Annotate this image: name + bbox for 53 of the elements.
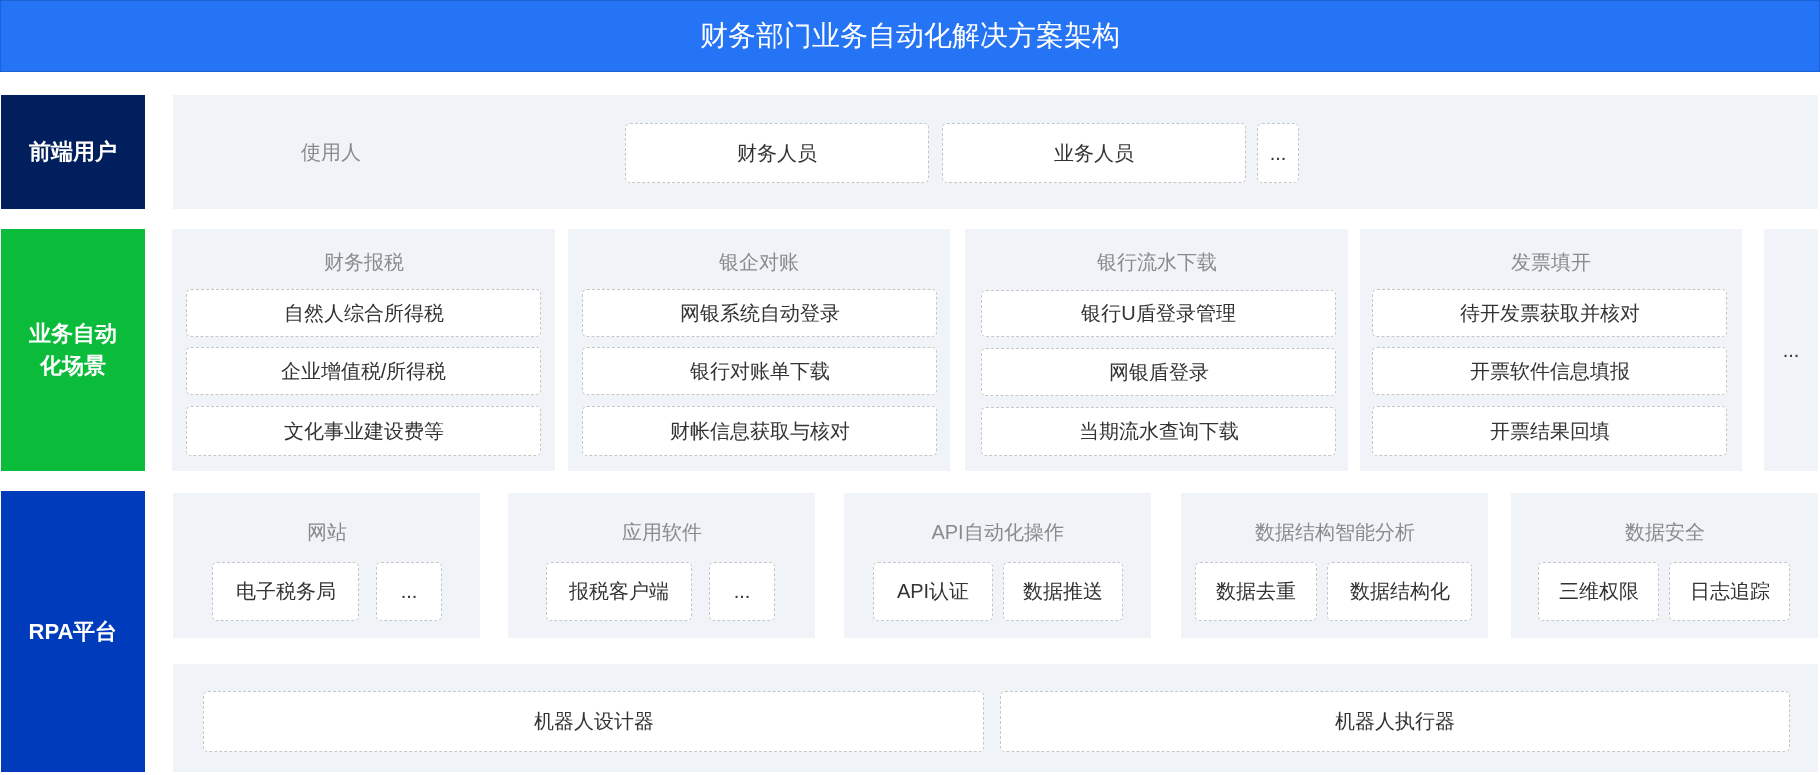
category-band: 业务自动化场景 bbox=[1, 229, 145, 471]
group-panel bbox=[173, 493, 480, 638]
panel-heading: API自动化操作 bbox=[930, 520, 1065, 545]
item-box: 数据去重 bbox=[1195, 562, 1317, 621]
panel-heading: 发票填开 bbox=[1510, 250, 1592, 275]
item-box: 业务人员 bbox=[942, 123, 1246, 183]
panel-heading: 数据安全 bbox=[1623, 520, 1706, 545]
title-bar: 财务部门业务自动化解决方案架构 bbox=[0, 0, 1820, 72]
panel-heading: 银企对账 bbox=[718, 250, 800, 275]
group-panel bbox=[172, 229, 555, 471]
category-band: RPA平台 bbox=[1, 491, 145, 772]
group-panel bbox=[173, 664, 1818, 772]
item-box: 机器人执行器 bbox=[1000, 691, 1790, 752]
group-panel bbox=[508, 493, 815, 638]
item-box: 企业增值税/所得税 bbox=[186, 347, 541, 395]
group-panel bbox=[1511, 493, 1818, 638]
item-box: 日志追踪 bbox=[1669, 562, 1790, 621]
item-box: 待开发票获取并核对 bbox=[1372, 289, 1727, 337]
group-panel bbox=[568, 229, 950, 471]
item-box: 银行对账单下载 bbox=[582, 347, 937, 395]
item-box: 开票软件信息填报 bbox=[1372, 347, 1727, 395]
item-box: 报税客户端 bbox=[546, 562, 692, 621]
group-panel bbox=[965, 229, 1348, 471]
group-panel: ... bbox=[1764, 229, 1818, 471]
item-box: 自然人综合所得税 bbox=[186, 289, 541, 337]
group-panel bbox=[173, 95, 1818, 209]
item-box: 电子税务局 bbox=[212, 562, 359, 621]
item-box: ... bbox=[709, 562, 775, 621]
panel-heading: 数据结构智能分析 bbox=[1253, 520, 1416, 545]
panel-heading: 银行流水下载 bbox=[1095, 250, 1218, 275]
item-box: 开票结果回填 bbox=[1372, 406, 1727, 456]
category-band: 前端用户 bbox=[1, 95, 145, 209]
group-panel bbox=[1360, 229, 1742, 471]
item-box: 数据结构化 bbox=[1327, 562, 1472, 621]
item-box: API认证 bbox=[873, 562, 993, 621]
panel-heading: 应用软件 bbox=[620, 520, 703, 545]
item-box: 财帐信息获取与核对 bbox=[582, 406, 937, 456]
item-box: ... bbox=[1257, 123, 1299, 183]
panel-heading: 财务报税 bbox=[322, 250, 405, 275]
group-panel bbox=[844, 493, 1151, 638]
item-box: 财务人员 bbox=[625, 123, 929, 183]
item-box: 文化事业建设费等 bbox=[186, 406, 541, 456]
panel-heading: 使用人 bbox=[300, 140, 362, 165]
group-panel bbox=[1181, 493, 1488, 638]
item-box: 当期流水查询下载 bbox=[981, 407, 1336, 456]
item-box: 机器人设计器 bbox=[203, 691, 984, 752]
item-box: ... bbox=[376, 562, 442, 621]
item-box: 网银系统自动登录 bbox=[582, 289, 937, 337]
item-box: 数据推送 bbox=[1003, 562, 1123, 621]
item-box: 网银盾登录 bbox=[981, 348, 1336, 396]
item-box: 银行U盾登录管理 bbox=[981, 290, 1336, 337]
item-box: 三维权限 bbox=[1538, 562, 1659, 621]
panel-heading: 网站 bbox=[305, 520, 348, 545]
